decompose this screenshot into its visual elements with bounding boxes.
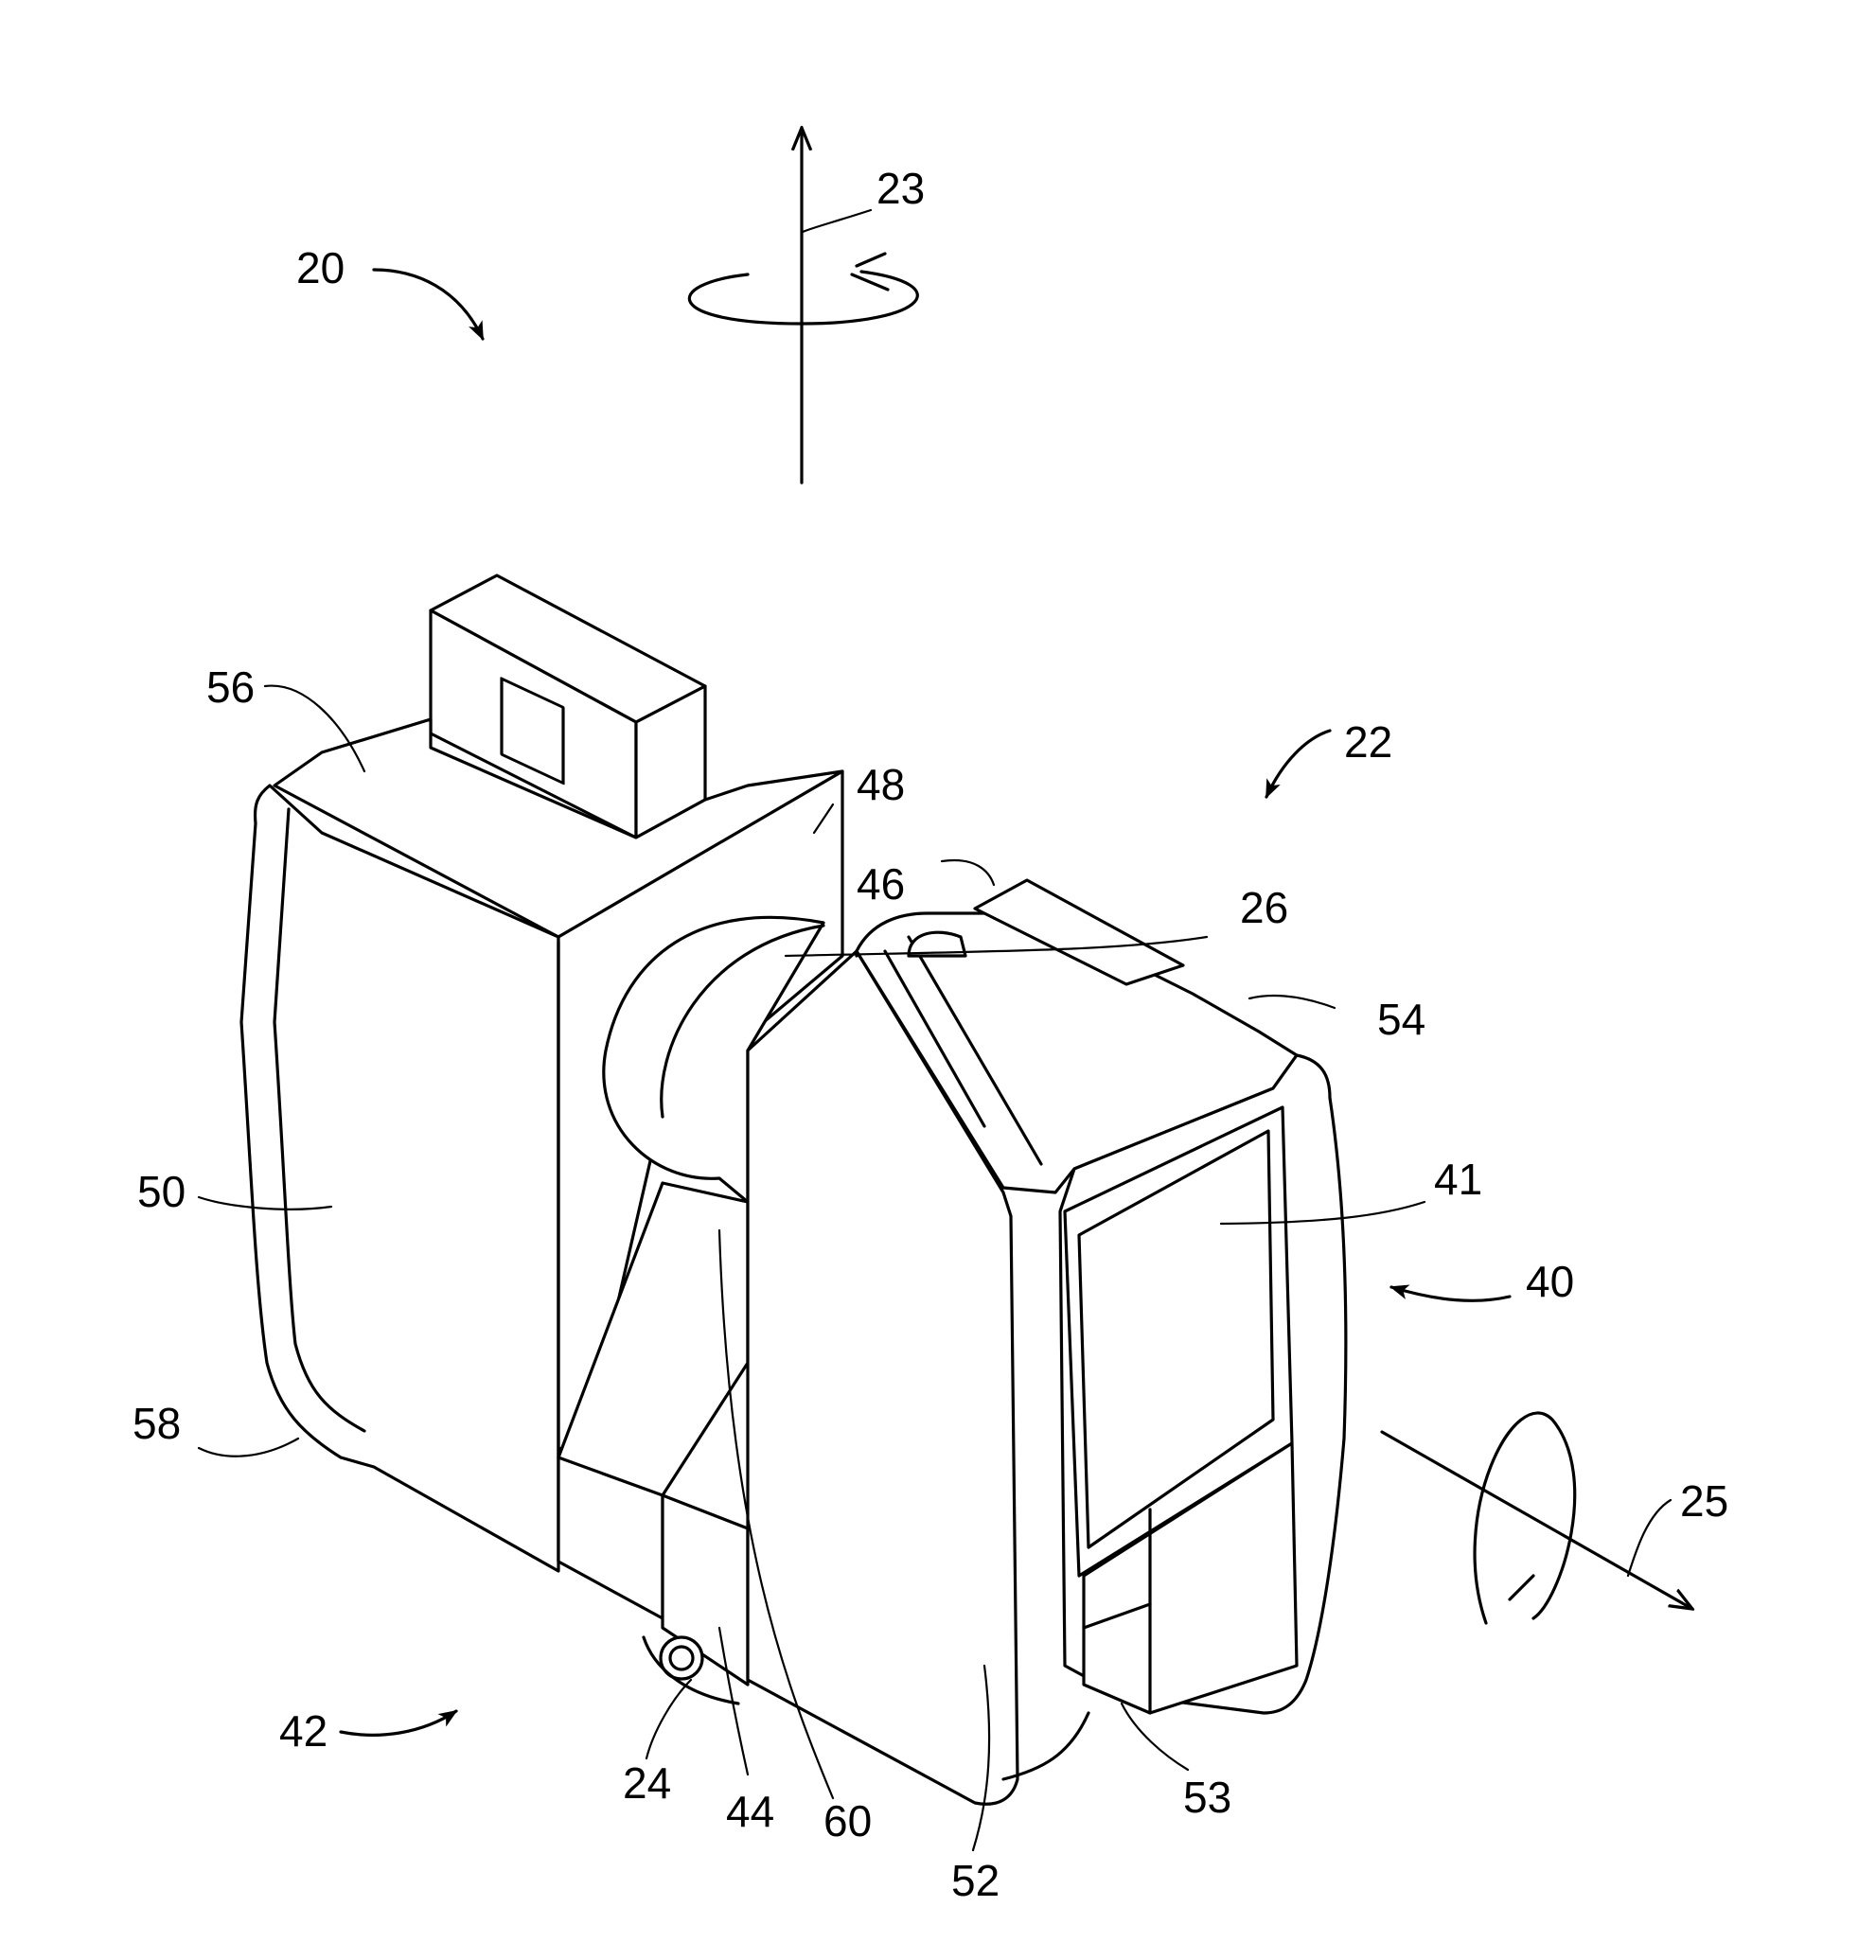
scanner-body (241, 575, 1346, 1804)
arrow-40 (1391, 1287, 1510, 1300)
zenith-axis (1382, 1413, 1692, 1623)
label-25: 25 (1680, 1476, 1728, 1526)
label-53: 53 (1183, 1773, 1231, 1822)
label-58: 58 (133, 1399, 181, 1448)
label-56: 56 (206, 662, 255, 712)
label-48: 48 (857, 760, 905, 809)
arrow-42 (341, 1711, 456, 1735)
label-24: 24 (623, 1758, 671, 1808)
label-41: 41 (1434, 1155, 1482, 1204)
label-20: 20 (296, 243, 345, 292)
label-22: 22 (1344, 717, 1392, 767)
label-42: 42 (279, 1706, 327, 1756)
label-46: 46 (857, 859, 905, 909)
arrow-20 (374, 270, 483, 339)
label-40: 40 (1526, 1257, 1574, 1306)
arrow-22 (1266, 731, 1330, 797)
label-23: 23 (876, 164, 925, 213)
label-52: 52 (951, 1856, 1000, 1905)
label-44: 44 (726, 1787, 774, 1836)
label-50: 50 (137, 1167, 186, 1216)
label-54: 54 (1377, 995, 1425, 1044)
label-60: 60 (823, 1796, 872, 1845)
label-26: 26 (1240, 883, 1288, 932)
